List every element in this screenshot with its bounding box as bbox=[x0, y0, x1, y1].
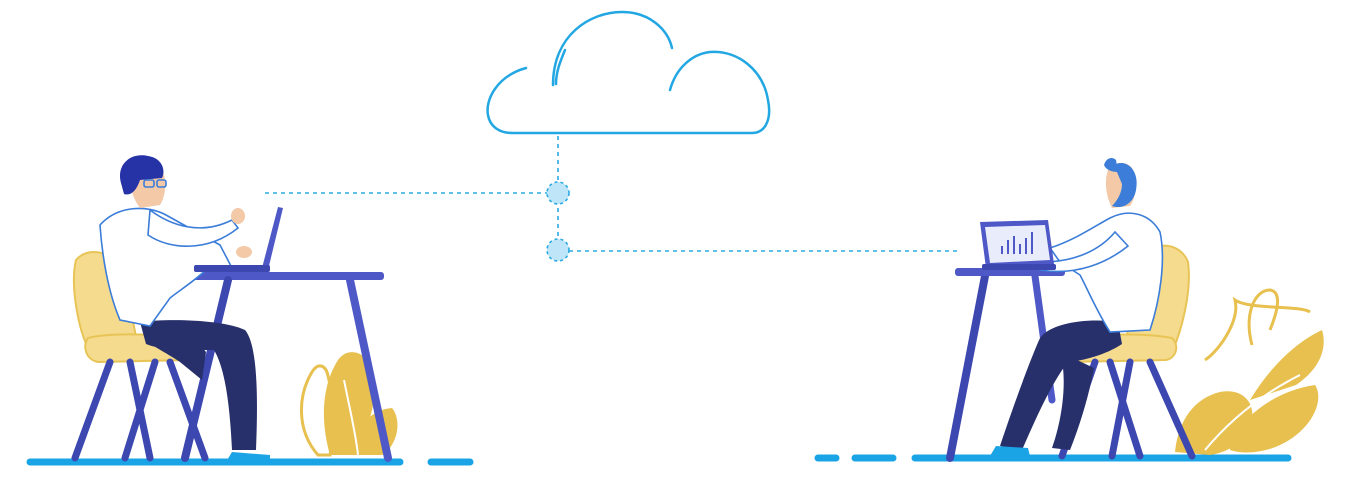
network-node-icon bbox=[546, 181, 570, 205]
laptop-icon bbox=[194, 207, 283, 272]
network-connectors bbox=[265, 136, 960, 252]
network-node-icon bbox=[546, 238, 570, 262]
person-icon bbox=[99, 155, 270, 462]
laptop-icon bbox=[980, 220, 1056, 270]
plant-icon bbox=[300, 352, 398, 457]
cloud-icon bbox=[486, 10, 771, 135]
bar-chart-icon bbox=[1001, 232, 1033, 254]
right-workstation bbox=[946, 157, 1324, 462]
desk-icon bbox=[181, 272, 392, 462]
person-icon bbox=[990, 157, 1164, 456]
left-workstation bbox=[71, 155, 398, 462]
floor-lines bbox=[26, 454, 1292, 466]
glasses-icon bbox=[143, 179, 167, 188]
plant-icon bbox=[1175, 288, 1324, 455]
